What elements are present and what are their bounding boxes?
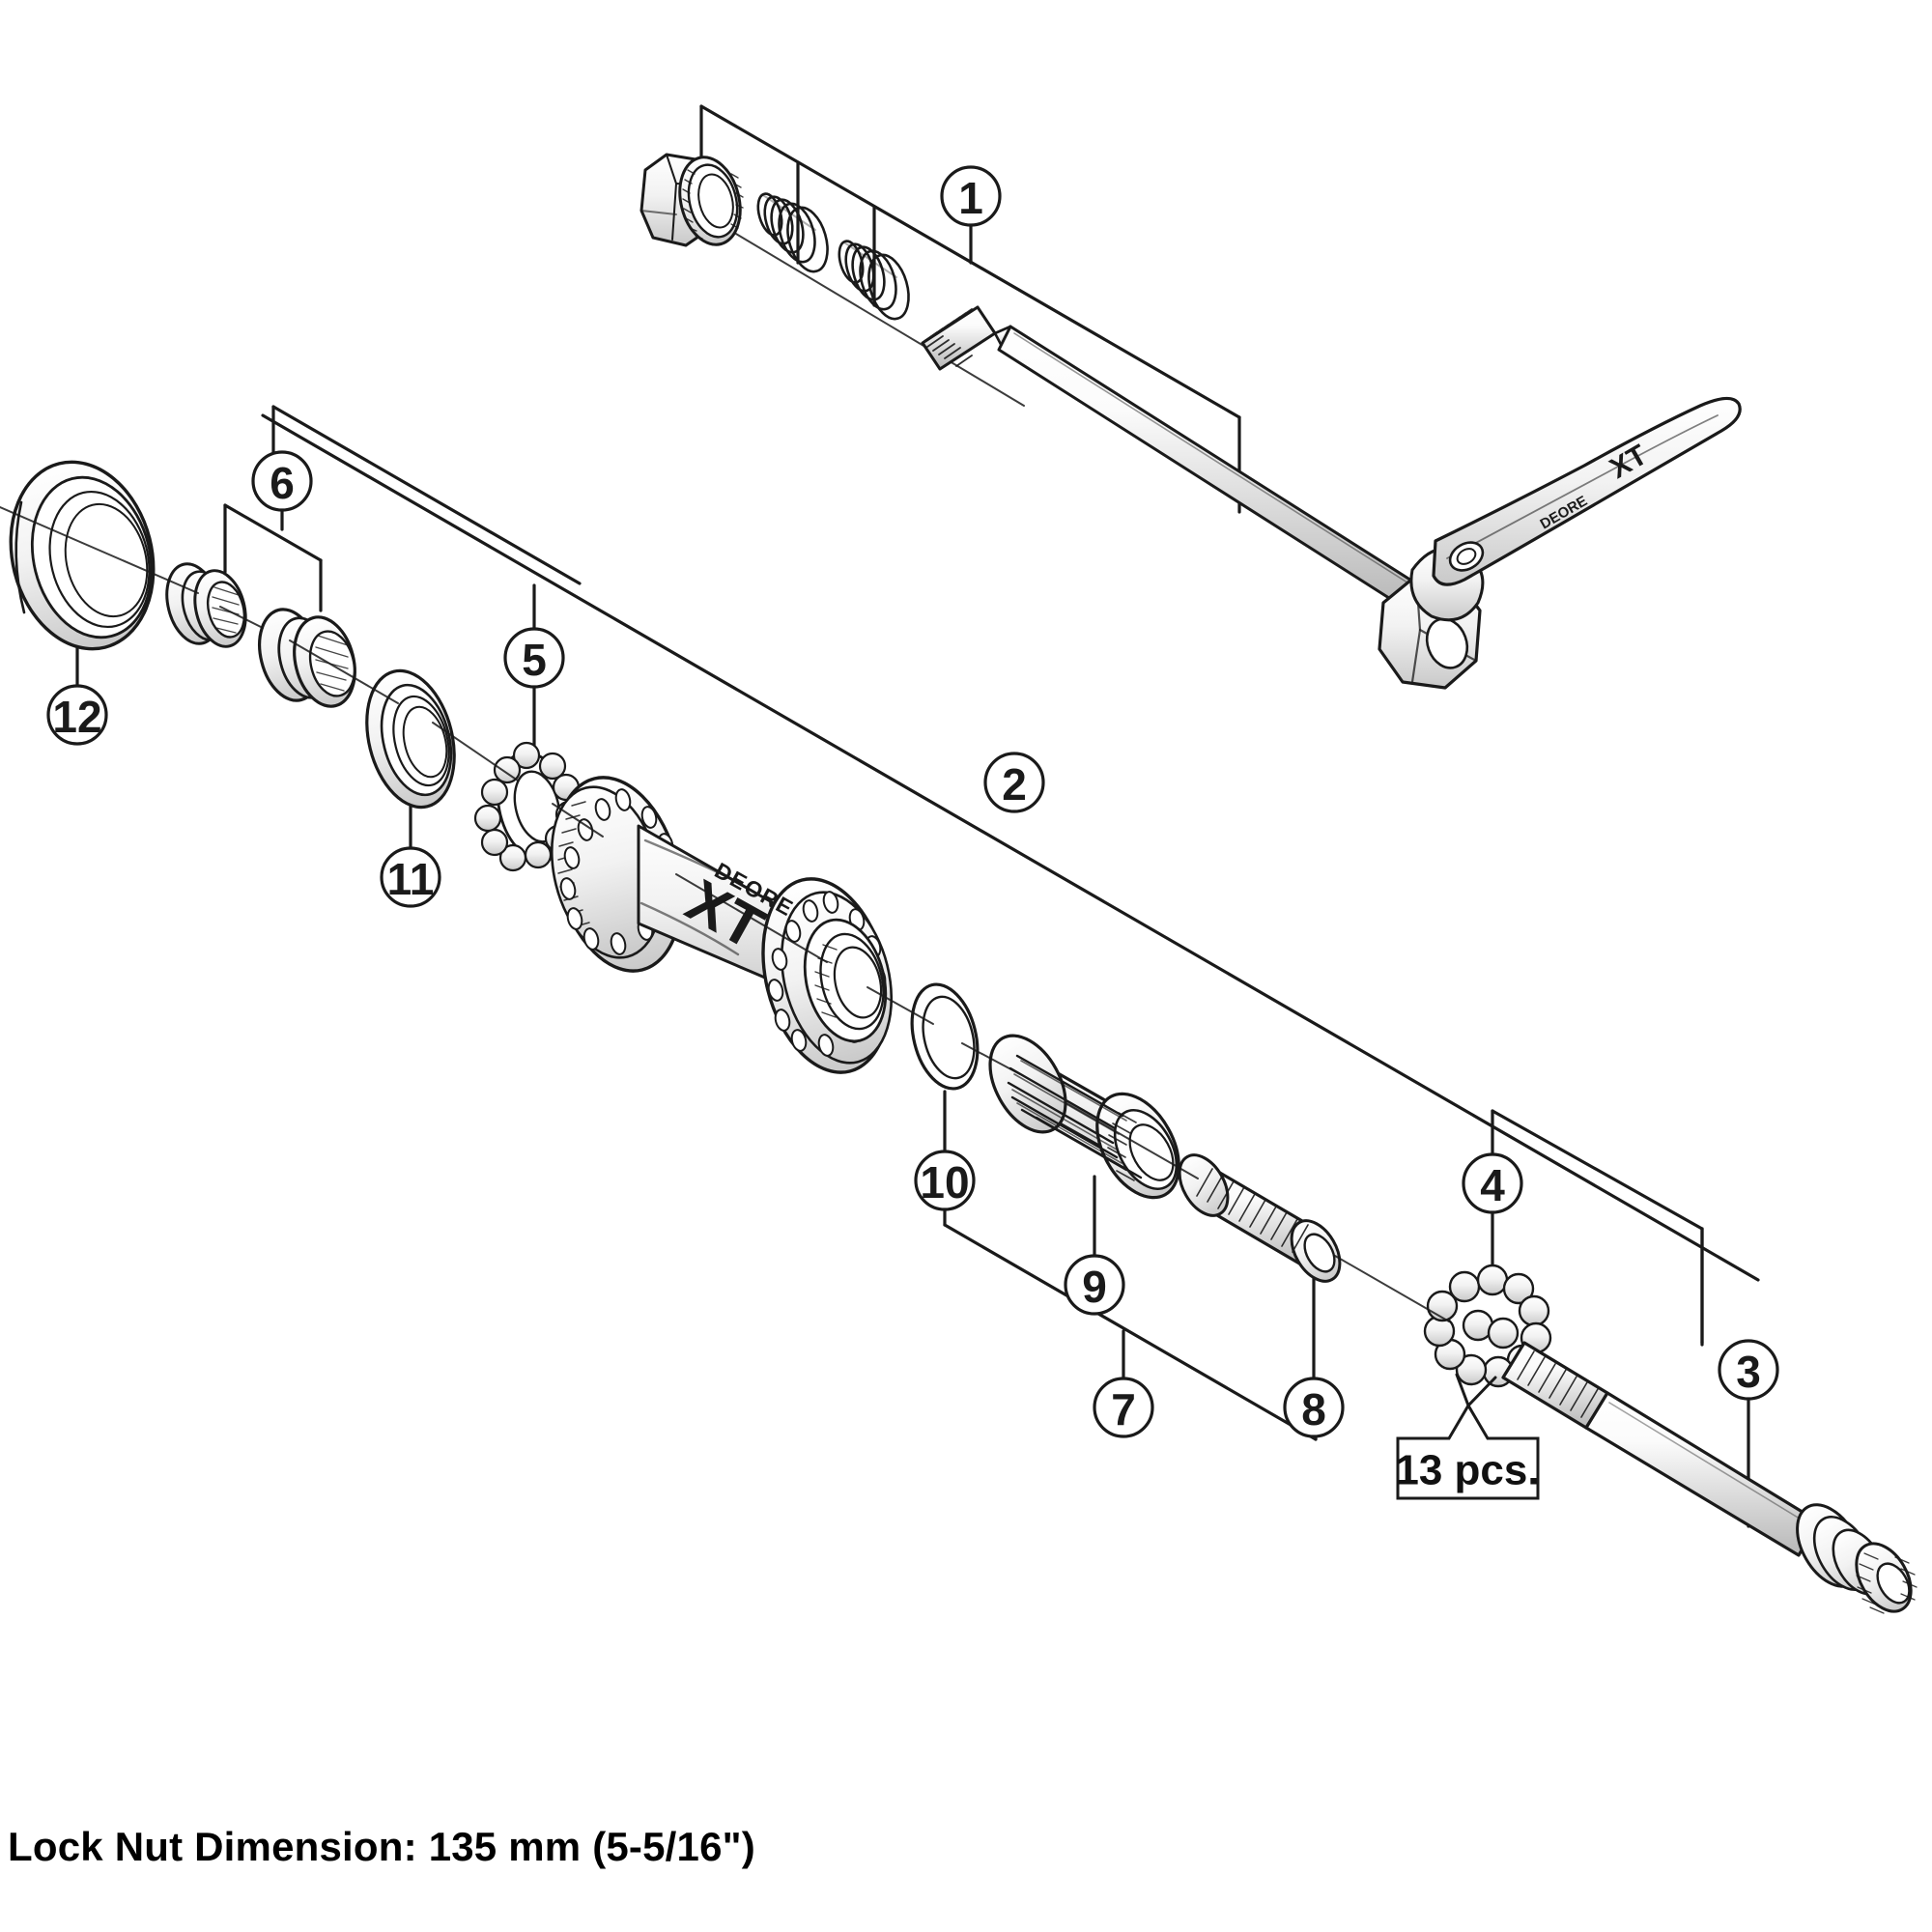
callout-12[interactable]: 12	[46, 684, 108, 746]
quantity-annotation-label: 13 pcs.	[1395, 1447, 1539, 1494]
callout-6[interactable]: 6	[251, 450, 313, 512]
callout-10[interactable]: 10	[914, 1150, 976, 1211]
part-axle-sleeve	[1178, 1153, 1342, 1283]
callout-2[interactable]: 2	[983, 752, 1045, 813]
callout-1-label: 1	[958, 173, 983, 223]
callout-7-label: 7	[1111, 1384, 1136, 1435]
part-dust-cap-seal	[365, 668, 456, 810]
callout-3-label: 3	[1736, 1347, 1761, 1397]
leader-bracket-1	[699, 104, 1241, 514]
callout-8[interactable]: 8	[1283, 1377, 1345, 1438]
part-seal-ring	[910, 982, 980, 1091]
part-rear-axle	[1501, 1341, 1918, 1614]
callout-8-label: 8	[1301, 1384, 1326, 1435]
callout-5-label: 5	[522, 635, 547, 685]
part-cone-left	[165, 562, 247, 648]
lock-nut-dimension-note: Lock Nut Dimension: 135 mm (5-5/16")	[8, 1824, 755, 1869]
callout-4[interactable]: 4	[1462, 1152, 1523, 1214]
callout-9[interactable]: 9	[1064, 1254, 1125, 1316]
callout-10-label: 10	[920, 1157, 969, 1208]
part-qr-skewer-shaft	[921, 305, 1418, 609]
assembly-axis-line	[0, 506, 1605, 1392]
callout-2-label: 2	[1002, 759, 1027, 810]
part-quick-release-lever	[1378, 396, 1742, 690]
callout-9-label: 9	[1082, 1262, 1107, 1312]
part-left-dust-cap	[9, 460, 156, 651]
part-qr-spring-a	[756, 192, 829, 273]
part-cone-lock-nut	[258, 608, 356, 708]
part-qr-spring-b	[838, 240, 910, 321]
part-quick-release-nut	[639, 153, 744, 247]
part-freehub-body	[988, 1034, 1180, 1200]
callout-7[interactable]: 7	[1093, 1377, 1154, 1438]
quantity-annotation-box: 13 pcs.	[1395, 1403, 1540, 1500]
callout-6-label: 6	[270, 458, 295, 508]
callout-3[interactable]: 3	[1718, 1339, 1779, 1401]
leader-bracket-6	[223, 405, 582, 612]
callout-11[interactable]: 11	[380, 846, 441, 908]
callout-1[interactable]: 1	[940, 165, 1002, 227]
callout-5[interactable]: 5	[503, 627, 565, 689]
callout-group: 1 2 3 4 5 6	[46, 165, 1779, 1438]
callout-12-label: 12	[52, 692, 101, 742]
part-hub-shell	[550, 776, 894, 1074]
callout-11-label: 11	[387, 854, 435, 904]
part-steel-ball-set	[1423, 1264, 1552, 1407]
callout-4-label: 4	[1480, 1160, 1505, 1210]
